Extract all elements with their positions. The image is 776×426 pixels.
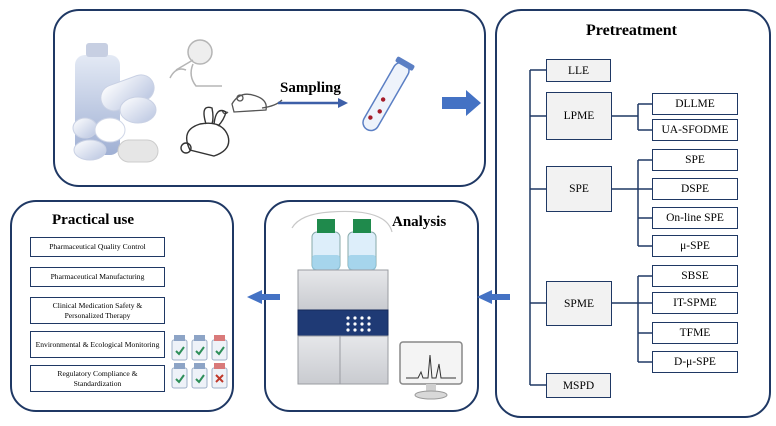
pretreatment-title: Pretreatment (586, 22, 677, 39)
sampling-arrow (278, 98, 348, 108)
vials-icon (171, 335, 228, 389)
submethod-tfme: TFME (652, 322, 738, 344)
pills-icon (72, 43, 159, 163)
submethod-micro-spe: μ-SPE (652, 235, 738, 257)
submethod-dspe: DSPE (652, 178, 738, 200)
arrow-to-practical-use (247, 290, 280, 304)
use-item-environmental: Environmental & Ecological Monitoring (30, 331, 165, 358)
use-item-clinical-safety: Clinical Medication Safety & Personalize… (30, 297, 165, 324)
submethod-ua-sfodme: UA-SFODME (652, 119, 738, 141)
method-mspd: MSPD (546, 373, 611, 398)
hplc-instrument-icon (291, 210, 393, 385)
submethod-d-micro-spe: D-μ-SPE (652, 351, 738, 373)
method-spe: SPE (546, 166, 612, 212)
arrow-to-pretreatment (442, 90, 481, 116)
rat-icon (221, 93, 283, 115)
rabbit-icon (180, 106, 230, 157)
pretreatment-tree-lines (529, 69, 652, 386)
submethod-sbse: SBSE (652, 265, 738, 287)
practical-use-title: Practical use (52, 212, 135, 228)
submethod-it-spme: IT-SPME (652, 292, 738, 314)
test-tube-icon (362, 56, 415, 132)
method-lle: LLE (546, 59, 611, 82)
submethod-dllme: DLLME (652, 93, 738, 115)
use-item-manufacturing: Pharmaceutical Manufacturing (30, 267, 165, 287)
method-lpme: LPME (546, 92, 612, 140)
arrow-to-analysis (477, 290, 510, 304)
submethod-spe: SPE (652, 149, 738, 171)
human-swab-icon (169, 39, 222, 87)
submethod-online-spe: On-line SPE (652, 207, 738, 229)
sampling-label: Sampling (280, 80, 341, 96)
method-spme: SPME (546, 281, 612, 326)
use-item-quality-control: Pharmaceutical Quality Control (30, 237, 165, 257)
analysis-title: Analysis (392, 214, 447, 230)
monitor-chromatogram-icon (399, 341, 463, 400)
use-item-regulatory: Regulatory Compliance & Standardization (30, 365, 165, 392)
